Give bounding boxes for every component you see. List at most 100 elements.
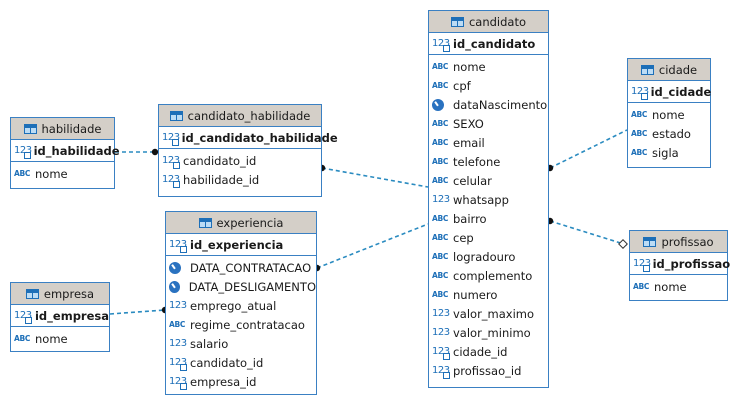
field-row[interactable]: ABC cpf: [429, 76, 548, 95]
text-type-icon: ABC: [631, 109, 648, 119]
field-name: nome: [453, 59, 486, 74]
text-type-icon: ABC: [432, 270, 449, 280]
field-row[interactable]: ABC nome: [429, 57, 548, 76]
primary-key-row[interactable]: 123 id_empresa: [11, 305, 109, 327]
text-type-icon: ABC: [14, 168, 31, 178]
entity-header: empresa: [11, 283, 109, 305]
field-name: id_candidato: [453, 36, 536, 51]
field-row[interactable]: ABC email: [429, 133, 548, 152]
numeric-type-icon: 123: [169, 337, 187, 349]
field-name: complemento: [453, 268, 533, 283]
text-type-icon: ABC: [432, 156, 449, 166]
primary-key-row[interactable]: 123 id_candidato_habilidade: [159, 127, 338, 149]
primary-key-row[interactable]: 123 id_experiencia: [166, 234, 316, 256]
field-name: salario: [190, 336, 229, 351]
optional-end-marker: [618, 239, 628, 249]
field-list: ABC nome: [11, 327, 109, 348]
text-type-icon: ABC: [432, 137, 449, 147]
table-icon: [450, 16, 464, 27]
numeric-key-icon: 123: [432, 37, 450, 52]
field-name: cep: [453, 230, 474, 245]
field-name: whatsapp: [453, 192, 509, 207]
text-type-icon: ABC: [14, 333, 31, 343]
field-name: cpf: [453, 78, 471, 93]
numeric-fk-icon: 123: [162, 154, 180, 169]
field-name: logradouro: [453, 249, 516, 264]
numeric-fk-icon: 123: [169, 356, 187, 371]
primary-key-row[interactable]: 123 id_candidato: [429, 33, 548, 55]
entity-title: empresa: [43, 286, 95, 301]
table-icon: [643, 236, 657, 247]
field-name: habilidade_id: [183, 172, 260, 187]
field-row[interactable]: ABC nome: [628, 105, 710, 124]
field-row[interactable]: dataNascimento: [429, 95, 548, 114]
primary-key-row[interactable]: 123 id_cidade: [628, 81, 712, 103]
entity-candidato-habilidade[interactable]: candidato_habilidade 123 id_candidato_ha…: [158, 104, 338, 197]
field-name: email: [453, 135, 485, 150]
link-experiencia-to-empresa: [109, 309, 166, 315]
field-row[interactable]: DATA_CONTRATACAO: [166, 258, 316, 277]
text-type-icon: ABC: [432, 80, 449, 90]
field-name: nome: [652, 107, 685, 122]
primary-key-row[interactable]: 123 id_profissao: [630, 253, 730, 275]
field-name: celular: [453, 173, 492, 188]
entity-header: habilidade: [11, 118, 114, 140]
numeric-key-icon: 123: [14, 144, 32, 159]
entity-empresa[interactable]: empresa 123 id_empresa ABC nome: [10, 282, 110, 352]
field-name: nome: [35, 331, 68, 346]
field-row[interactable]: DATA_DESLIGAMENTO: [166, 277, 316, 296]
table-icon: [198, 217, 212, 228]
date-clock-icon: [432, 98, 444, 111]
entity-title: profissao: [661, 234, 714, 249]
entity-experiencia[interactable]: experiencia 123 id_experiencia DATA_CONT…: [165, 211, 317, 395]
field-name: bairro: [453, 211, 487, 226]
entity-title: habilidade: [41, 121, 102, 136]
field-name: id_habilidade: [33, 143, 120, 158]
field-name: candidato_id: [183, 153, 257, 168]
numeric-type-icon: 123: [432, 307, 450, 319]
field-row[interactable]: ABC complemento: [429, 266, 548, 285]
numeric-type-icon: 123: [432, 193, 450, 205]
link-experiencia-to-candidato: [316, 223, 429, 269]
numeric-key-icon: 123: [169, 238, 187, 253]
link-candidato-habilidade-to-candidato: [321, 167, 429, 188]
field-name: id_empresa: [34, 308, 109, 323]
field-name: candidato_id: [190, 355, 264, 370]
field-name: id_cidade: [650, 84, 712, 99]
text-type-icon: ABC: [432, 61, 449, 71]
field-row[interactable]: ABC nome: [11, 329, 109, 348]
primary-key-row[interactable]: 123 id_habilidade: [11, 140, 120, 162]
table-icon: [25, 288, 39, 299]
